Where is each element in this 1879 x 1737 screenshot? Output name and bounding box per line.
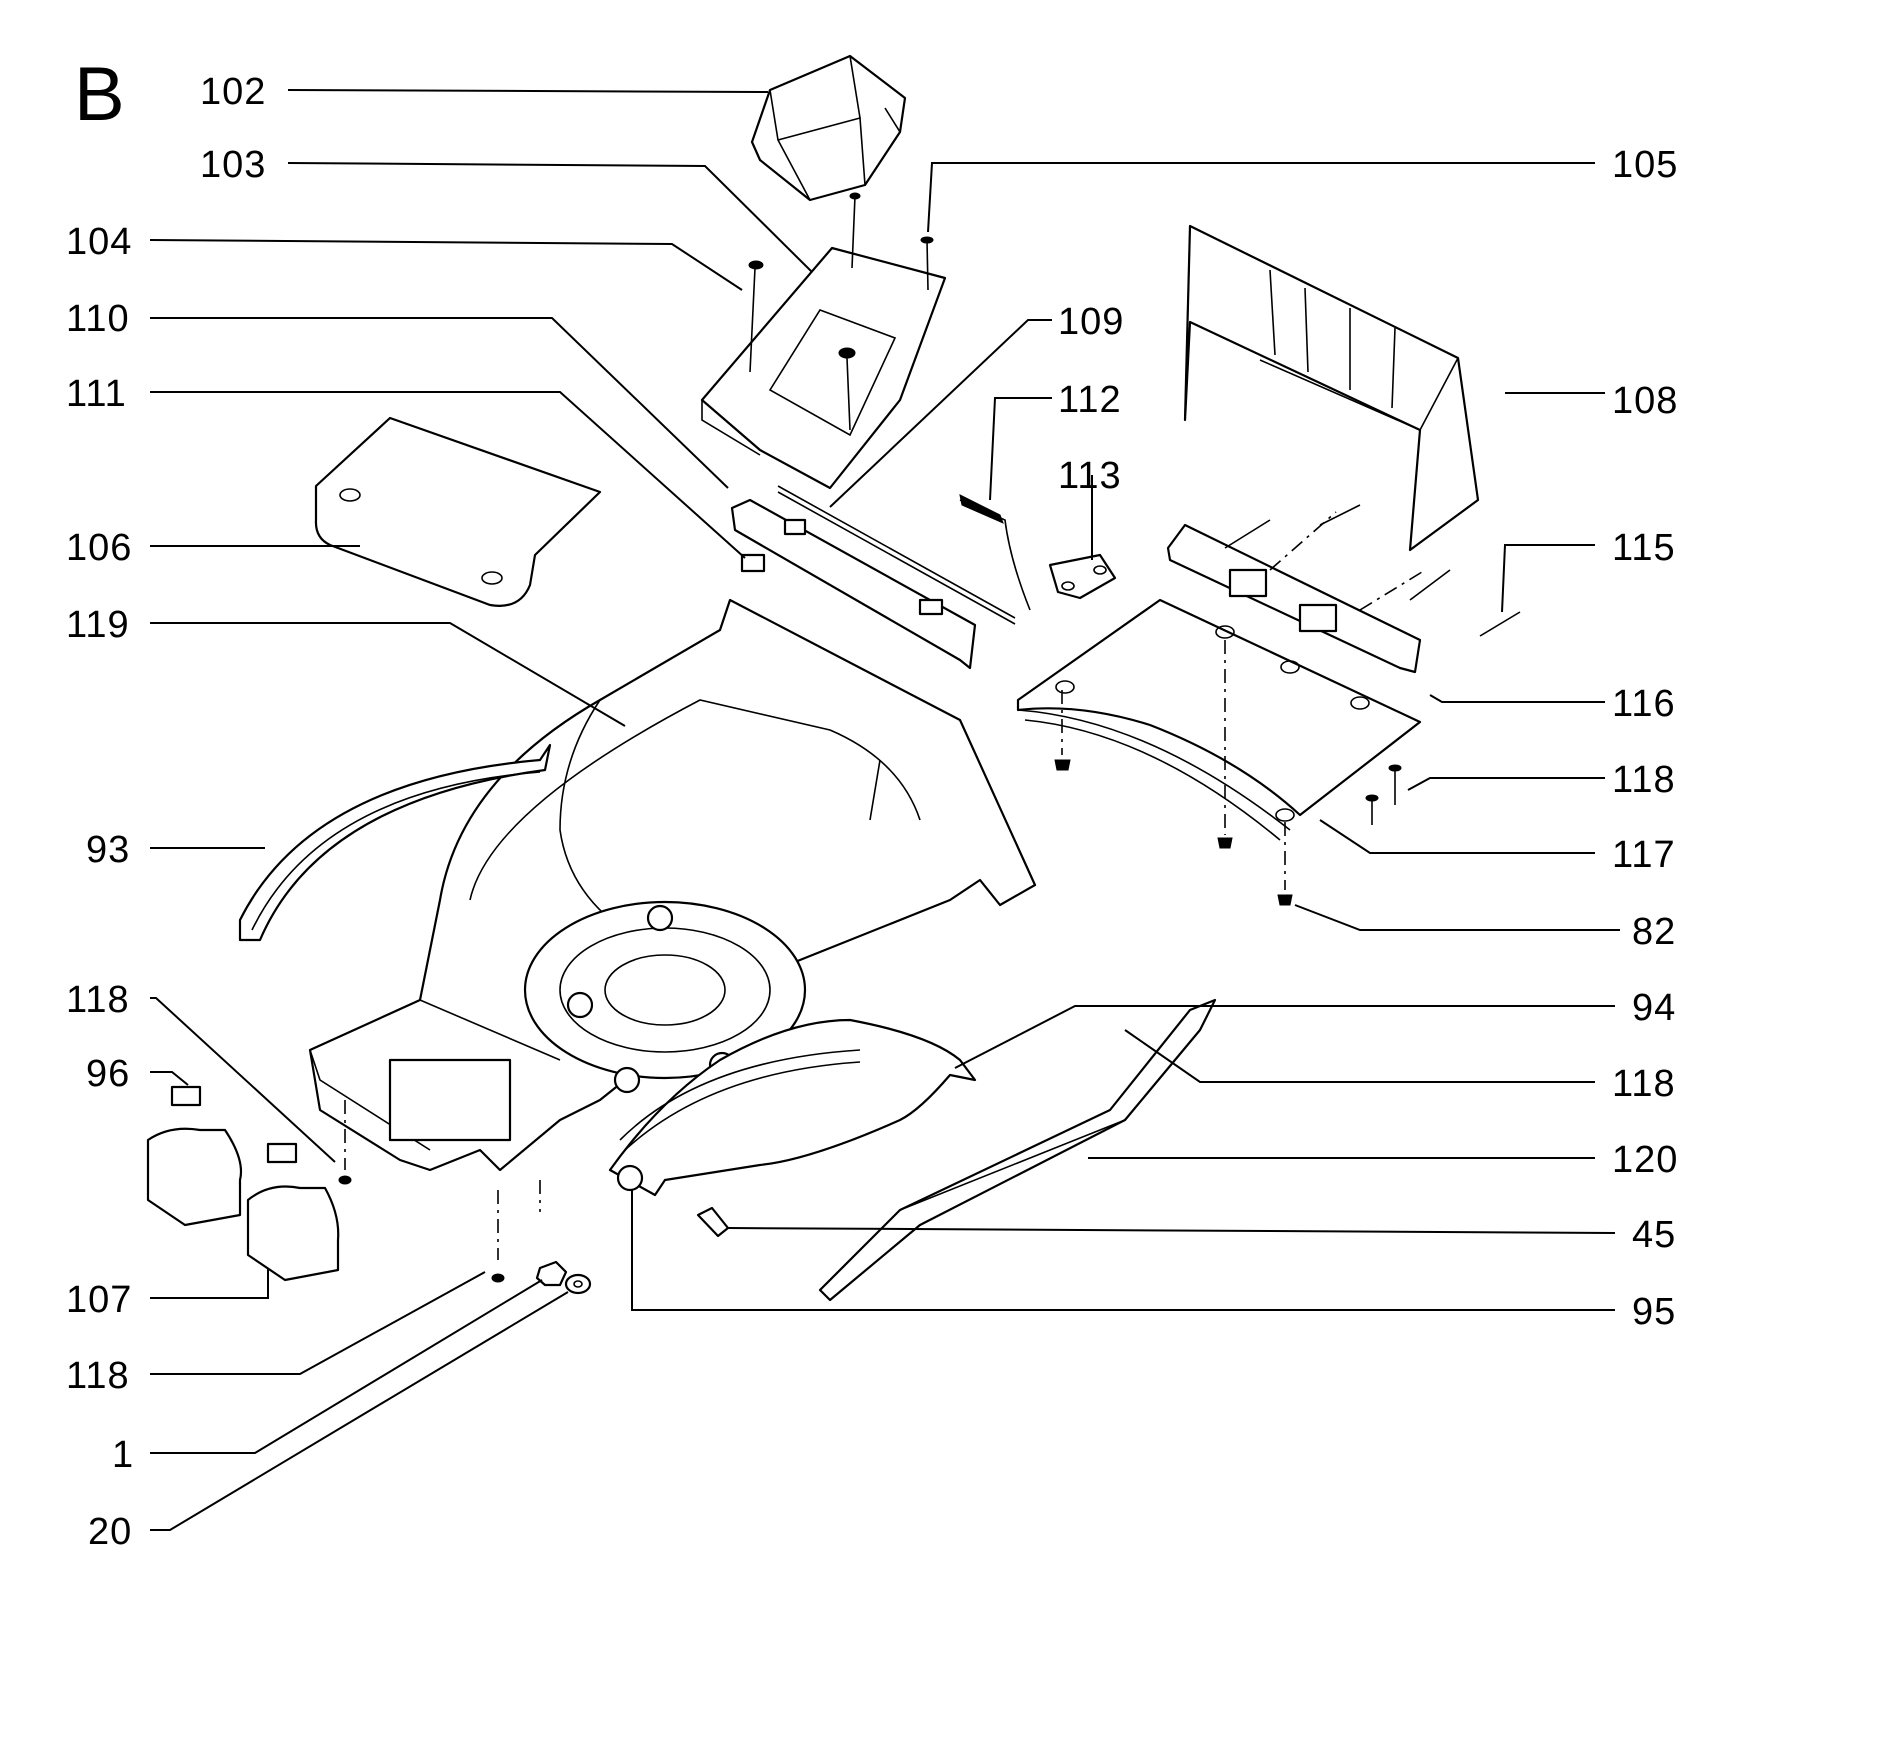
part-82-screws <box>1054 640 1293 906</box>
part-118-screws-right <box>1365 764 1402 825</box>
label-108: 108 <box>1612 380 1678 422</box>
labels-right: 105 109 112 113 108 115 116 118 117 82 9… <box>1058 144 1678 1333</box>
label-115: 115 <box>1612 527 1676 569</box>
label-106: 106 <box>66 527 132 569</box>
label-118-d: 118 <box>1612 1063 1676 1105</box>
part-94-skirt <box>608 1018 977 1197</box>
label-103: 103 <box>200 144 266 186</box>
part-113-bracket <box>1048 553 1117 600</box>
label-93: 93 <box>86 829 130 871</box>
label-116: 116 <box>1612 683 1676 725</box>
part-103-plate <box>700 246 947 490</box>
part-111-clip <box>740 553 766 573</box>
part-95-plug <box>616 1164 644 1192</box>
label-119: 119 <box>66 604 130 646</box>
part-112-spring <box>959 494 1031 611</box>
part-1-nut <box>535 1260 568 1287</box>
label-112: 112 <box>1058 379 1122 421</box>
part-110-rail <box>730 498 977 670</box>
label-20: 20 <box>88 1511 132 1553</box>
label-113: 113 <box>1058 455 1122 497</box>
label-118-b: 118 <box>66 1355 130 1397</box>
label-118-c: 118 <box>1612 759 1676 801</box>
section-letter: B <box>74 52 125 137</box>
part-116-bar <box>1166 511 1423 674</box>
part-108-frame <box>1183 224 1480 552</box>
part-102-cover <box>750 54 907 202</box>
label-104: 104 <box>66 221 132 263</box>
part-105-screw <box>920 236 934 291</box>
part-107-weights <box>146 1127 340 1282</box>
part-96-blocks <box>170 1085 298 1164</box>
label-82: 82 <box>1632 911 1676 953</box>
label-96: 96 <box>86 1053 130 1095</box>
label-109: 109 <box>1058 301 1124 343</box>
label-1: 1 <box>112 1434 134 1476</box>
label-105: 105 <box>1612 144 1678 186</box>
part-104-screws <box>748 192 861 431</box>
label-94: 94 <box>1632 987 1676 1029</box>
label-120: 120 <box>1612 1139 1678 1181</box>
part-118-screws-left <box>338 1100 541 1283</box>
label-110: 110 <box>66 298 130 340</box>
label-107: 107 <box>66 1279 132 1321</box>
part-93-flap <box>238 743 552 942</box>
label-102: 102 <box>200 71 266 113</box>
part-45-bolt <box>696 1206 730 1238</box>
leader-lines <box>149 89 1620 1531</box>
part-106-plate <box>314 416 602 607</box>
part-115-pins <box>1224 504 1521 637</box>
part-109-rod <box>777 485 1016 625</box>
label-111: 111 <box>66 373 127 415</box>
labels-left: 102 103 104 110 111 106 119 93 118 96 10… <box>66 71 266 1553</box>
label-95: 95 <box>1632 1291 1676 1333</box>
label-45: 45 <box>1632 1214 1676 1256</box>
label-117: 117 <box>1612 834 1676 876</box>
part-119-deck <box>308 598 1037 1172</box>
part-120-blade <box>818 998 1217 1302</box>
part-117-chute <box>1016 598 1422 841</box>
part-20-washer <box>564 1273 592 1295</box>
label-118-a: 118 <box>66 979 130 1021</box>
